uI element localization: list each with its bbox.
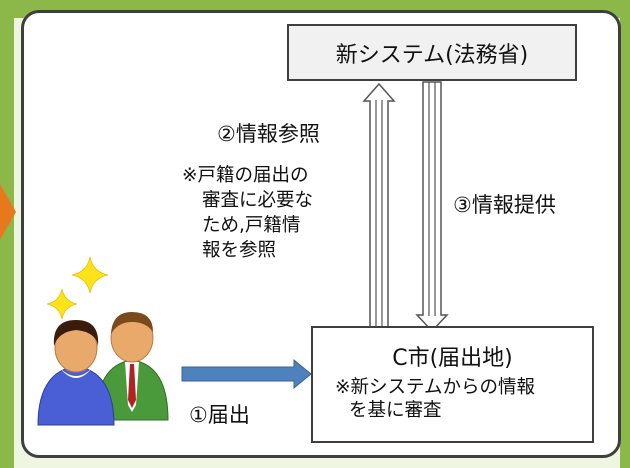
reference-arrow bbox=[362, 82, 396, 332]
right-border bbox=[620, 0, 630, 468]
reference-note-line: 審査に必要な bbox=[202, 190, 314, 211]
report-label: ①届出 bbox=[189, 403, 250, 427]
system-box: 新システム(法務省) bbox=[287, 24, 577, 81]
reference-label: ②情報参照 bbox=[217, 122, 320, 146]
orange-tab-marker bbox=[0, 184, 16, 240]
city-box-note: ※新システムからの情報 を基に審査 bbox=[335, 376, 585, 422]
city-note-line: ※新システムからの情報 bbox=[335, 377, 535, 398]
sparkle-icon bbox=[71, 256, 109, 294]
people-icon bbox=[37, 312, 169, 426]
reference-note-line: 報を参照 bbox=[202, 240, 277, 261]
provision-label: ③情報提供 bbox=[453, 193, 556, 217]
city-box: C市(届出地) ※新システムからの情報 を基に審査 bbox=[311, 326, 594, 443]
reference-note: ※戸籍の届出の 審査に必要な ため,戸籍情 報を参照 bbox=[182, 163, 362, 263]
reference-note-line: ため,戸籍情 bbox=[202, 215, 301, 236]
system-box-label: 新システム(法務省) bbox=[335, 42, 529, 68]
report-arrow bbox=[181, 358, 312, 390]
sparkle-icon bbox=[46, 288, 78, 320]
city-note-line: を基に審査 bbox=[349, 400, 442, 421]
provision-arrow bbox=[415, 81, 449, 333]
city-box-title: C市(届出地) bbox=[392, 346, 513, 371]
reference-note-line: ※戸籍の届出の bbox=[182, 165, 309, 186]
